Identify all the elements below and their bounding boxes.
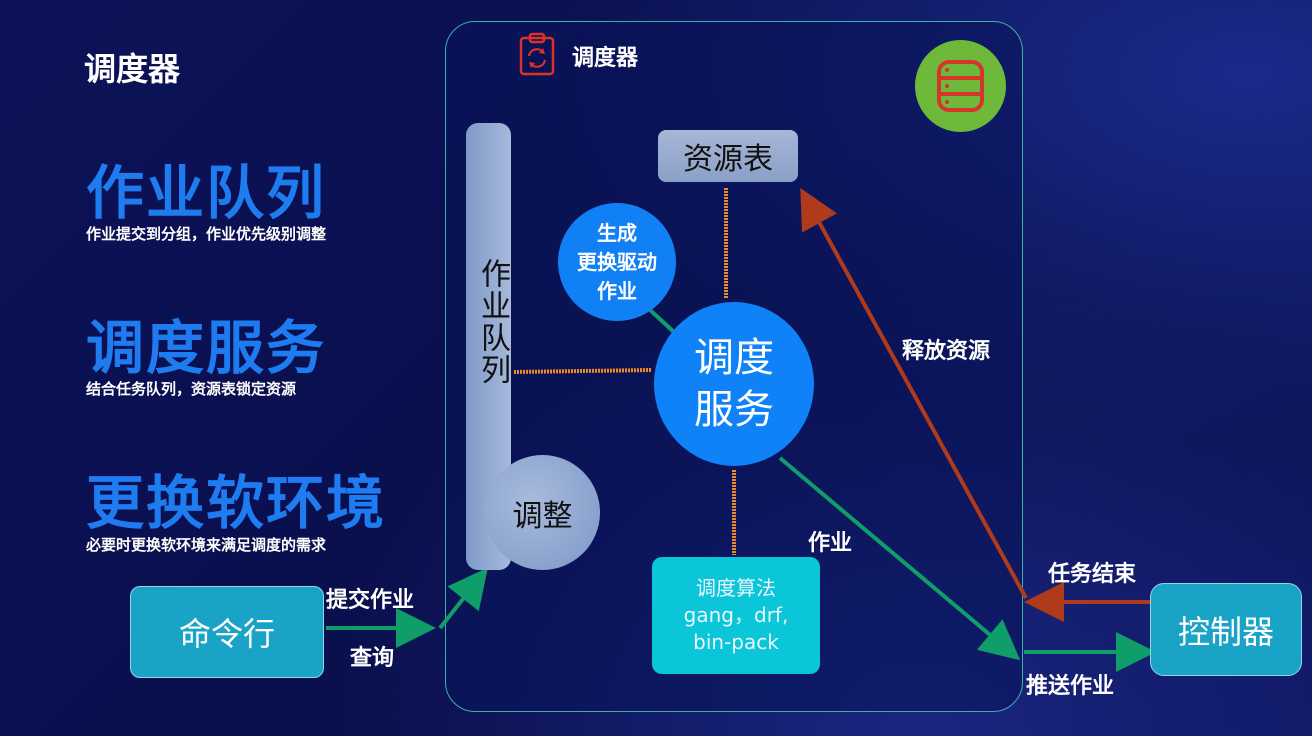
controller-label: 控制器 <box>1177 612 1274 651</box>
section-desc-job-queue: 作业提交到分组，作业优先级别调整 <box>86 225 327 243</box>
job-queue-label: 作业队列 <box>475 258 510 386</box>
command-line-label: 命令行 <box>178 615 275 653</box>
section-heading-job-queue: 作业队列 <box>86 159 327 227</box>
sched-service-line1: 调度 <box>694 335 774 381</box>
resource-table-node: 资源表 <box>658 130 798 182</box>
gen-driver-node: 生成 更换驱动 作业 <box>558 203 676 321</box>
algo-line1: 调度算法 <box>695 576 776 600</box>
adjust-node: 调整 <box>485 455 600 570</box>
label-task-end: 任务结束 <box>1048 562 1137 587</box>
adjust-label: 调整 <box>512 498 573 534</box>
gen-driver-line2: 更换驱动 <box>577 249 657 274</box>
sched-service-line2: 服务 <box>694 387 774 433</box>
label-job: 作业 <box>808 531 853 556</box>
arrow-to-queue <box>438 567 488 630</box>
command-line-node: 命令行 <box>130 586 324 678</box>
panel-title: 调度器 <box>572 46 639 71</box>
clipboard-sync-icon <box>519 32 555 76</box>
label-query: 查询 <box>350 646 395 671</box>
label-push-job: 推送作业 <box>1026 674 1115 699</box>
label-release-resource: 释放资源 <box>902 339 991 364</box>
section-desc-sched-service: 结合任务队列，资源表锁定资源 <box>86 380 297 398</box>
section-heading-sched-service: 调度服务 <box>86 314 327 382</box>
section-desc-change-env: 必要时更换软环境来满足调度的需求 <box>86 536 327 554</box>
controller-node: 控制器 <box>1150 583 1302 676</box>
line-queue-to-service <box>513 368 653 374</box>
arrow-release-resource <box>800 187 1028 599</box>
gen-driver-line1: 生成 <box>597 220 637 245</box>
page-title: 调度器 <box>84 50 181 88</box>
resource-table-label: 资源表 <box>683 142 773 177</box>
sched-algo-node: 调度算法 gang，drf, bin-pack <box>652 557 820 674</box>
section-heading-change-env: 更换软环境 <box>86 469 387 537</box>
line-gen-to-service <box>648 308 676 334</box>
algo-line3: bin-pack <box>693 630 779 654</box>
label-submit-job: 提交作业 <box>326 588 415 613</box>
sched-service-node: 调度 服务 <box>654 302 814 466</box>
algo-line2: gang，drf, <box>683 603 789 627</box>
database-icon <box>915 40 1006 132</box>
arrow-service-to-push <box>778 456 1021 661</box>
gen-driver-line3: 作业 <box>597 278 637 303</box>
